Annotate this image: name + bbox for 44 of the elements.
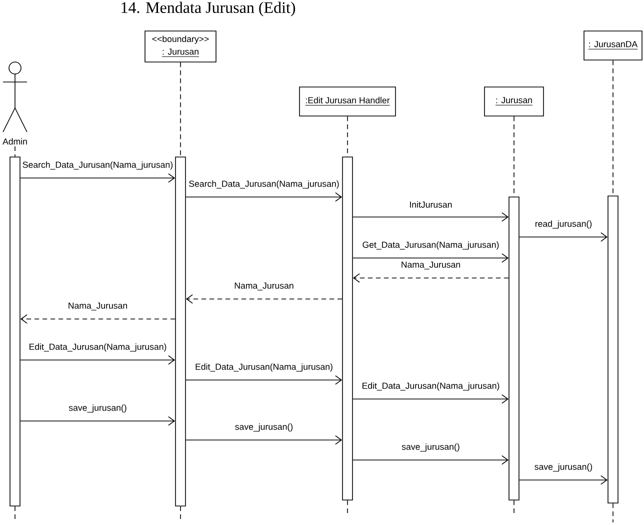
message-arrow — [20, 416, 176, 426]
message-label: read_jurusan() — [534, 219, 594, 230]
activation-bar — [508, 196, 520, 500]
activation-bar — [608, 196, 618, 504]
message-label: Search_Data_Jurusan(Nama_jurusan) — [21, 160, 174, 171]
message-arrow — [20, 173, 176, 183]
message-label: Edit_Data_Jurusan(Nama_jurusan) — [194, 362, 334, 373]
message-label: Nama_Jurusan — [400, 260, 462, 270]
object-box: : JurusanDA — [584, 30, 642, 60]
message-label: save_jurusan() — [234, 422, 294, 433]
message-arrow — [20, 314, 176, 324]
actor-label: Admin — [2, 138, 27, 145]
activation-bar — [175, 156, 186, 506]
activation-bar — [10, 156, 20, 506]
lifeline — [612, 60, 614, 196]
message-arrow — [352, 273, 509, 283]
message-label: Edit_Data_Jurusan(Nama_jurusan) — [28, 342, 168, 353]
object-box: : Jurusan — [484, 86, 544, 116]
message-arrow — [186, 375, 342, 385]
title: 14. Mendata Jurusan (Edit) — [122, 2, 296, 16]
object-box: <<boundary>> : Jurusan — [144, 30, 216, 62]
message-arrow — [519, 475, 608, 485]
message-arrow — [352, 253, 509, 263]
message-arrow — [20, 355, 176, 365]
message-label: Search_Data_Jurusan(Nama_jurusan) — [188, 179, 340, 190]
message-arrow — [352, 212, 509, 222]
message-arrow — [186, 294, 342, 304]
activation-bar — [342, 156, 353, 500]
message-arrow — [519, 232, 608, 242]
message-label: Nama_Jurusan — [233, 282, 295, 292]
object-box: :Edit Jurusan Handler — [299, 86, 396, 116]
message-arrow — [186, 192, 342, 202]
message-label: Nama_Jurusan — [66, 302, 129, 312]
message-label: Edit_Data_Jurusan(Nama_jurusan) — [360, 381, 501, 392]
message-label: save_jurusan() — [533, 462, 594, 473]
message-label: InitJurusan — [408, 200, 454, 209]
message-label: save_jurusan() — [68, 403, 128, 414]
message-label: save_jurusan() — [400, 442, 461, 453]
lifeline — [180, 62, 181, 157]
message-label: Get_Data_Jurusan(Nama_jurusan) — [361, 240, 500, 251]
message-arrow — [352, 394, 509, 404]
lifeline — [14, 146, 16, 157]
message-arrow — [352, 455, 509, 465]
message-arrow — [186, 435, 342, 445]
